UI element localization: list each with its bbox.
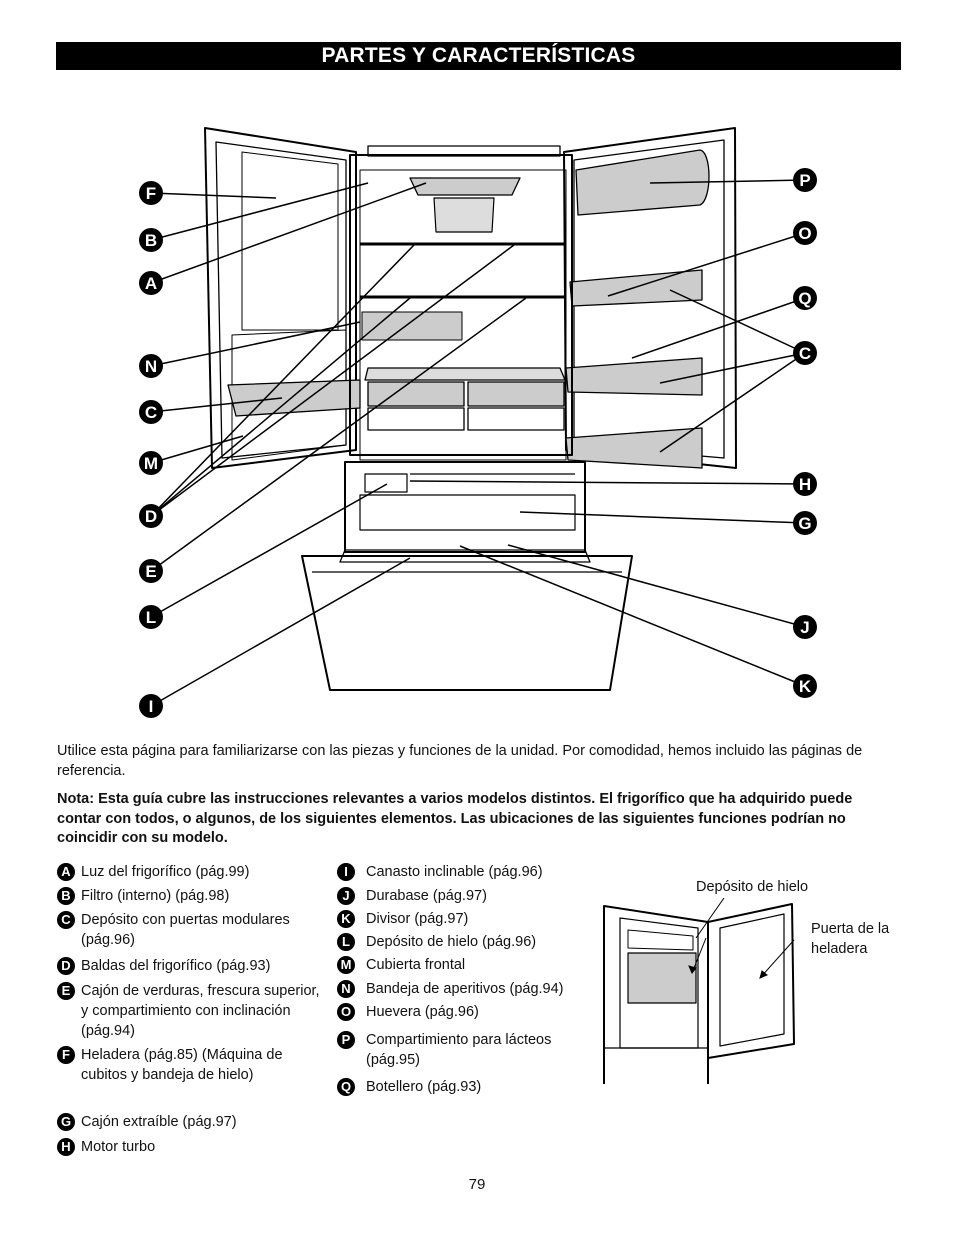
callout-letter-e: E (145, 562, 156, 581)
callout-badge (793, 341, 817, 365)
callout-letter-o: O (798, 224, 811, 243)
callout-leader-line (150, 244, 515, 517)
callout-badge (793, 472, 817, 496)
callout-leader-line (649, 179, 806, 184)
callout-leader-line (150, 244, 415, 517)
ice-bin-label: Depósito de hielo (696, 879, 809, 895)
callout-leader-line (150, 321, 361, 367)
callout-badge (139, 451, 163, 475)
callout-letter-j: J (800, 618, 809, 637)
callout-leader-line (150, 483, 388, 618)
callout-badge (139, 271, 163, 295)
callout-letter-f: F (146, 184, 156, 203)
letter-badge: C (57, 911, 75, 929)
refrigerator-parts-diagram: F B A N C M D E L I P O Q C H G J K (139, 127, 817, 718)
callout-letter-c: C (799, 344, 811, 363)
callout-letter-n: N (145, 357, 157, 376)
callout-leader-line (150, 192, 277, 199)
callout-letter-m: M (144, 454, 158, 473)
callout-badge (139, 228, 163, 252)
letter-badge: O (337, 1003, 355, 1021)
callout-letter-b: B (145, 231, 157, 250)
callout-leader-line (150, 182, 369, 241)
callout-leader-line (150, 297, 411, 517)
callout-letter-p: P (799, 171, 810, 190)
callout-badge (793, 511, 817, 535)
letter-badge: P (337, 1031, 355, 1049)
callout-leader-line (631, 297, 806, 359)
callout-leader-line (150, 182, 427, 284)
callout-badge (793, 168, 817, 192)
callout-badge (793, 221, 817, 245)
freezer-detail-diagram (603, 898, 795, 1084)
callout-badge (139, 504, 163, 528)
letter-badge: D (57, 957, 75, 975)
callout-leader-line (507, 544, 806, 628)
callout-leader-line (659, 352, 806, 384)
callout-leader-line (607, 232, 806, 297)
callout-letter-i: I (149, 697, 154, 716)
callout-badge (139, 559, 163, 583)
callout-badge (139, 400, 163, 424)
callout-letter-h: H (799, 475, 811, 494)
page-number: 79 (468, 1176, 486, 1193)
callout-badge (139, 354, 163, 378)
callout-badge (793, 286, 817, 310)
letter-badge: M (337, 956, 355, 974)
callout-leader-line (150, 435, 244, 464)
callout-leader-line (150, 297, 527, 572)
callout-letter-d: D (145, 507, 157, 526)
callout-leader-line (409, 480, 806, 485)
letter-badge: Q (337, 1078, 355, 1096)
intro-text: Utilice esta página para familiarizarse … (57, 743, 863, 779)
callout-leader-line (669, 289, 806, 354)
callout-badge (139, 694, 163, 718)
callout-letter-k: K (799, 677, 812, 696)
callout-letter-g: G (798, 514, 811, 533)
letter-badge: H (57, 1138, 75, 1156)
letter-badge: L (337, 933, 355, 951)
callout-letter-a: A (145, 274, 157, 293)
letter-badge: F (57, 1046, 75, 1064)
callout-leader-line (150, 397, 283, 413)
callout-leader-line (150, 557, 411, 707)
page-title: PARTES Y CARACTERÍSTICAS (56, 42, 901, 70)
callout-letter-q: Q (798, 289, 811, 308)
freezer-door-label: Puerta de la heladera (811, 921, 890, 957)
letter-badge: A (57, 863, 75, 881)
letter-badge: I (337, 863, 355, 881)
callout-letter-l: L (146, 608, 156, 627)
letter-badge: G (57, 1113, 75, 1131)
callout-letter-c: C (145, 403, 157, 422)
letter-badge: N (337, 980, 355, 998)
letter-badge: K (337, 910, 355, 928)
callout-leader-line (459, 545, 806, 687)
callout-badge (139, 605, 163, 629)
note-text: Nota: Esta guía cubre las instrucciones … (57, 791, 853, 846)
callout-badge (139, 181, 163, 205)
letter-badge: E (57, 982, 75, 1000)
letter-badge: B (57, 887, 75, 905)
letter-badge: J (337, 887, 355, 905)
callout-leader-line (519, 511, 806, 524)
callout-badge (793, 674, 817, 698)
callout-leader-line (659, 352, 806, 453)
callout-badge (793, 615, 817, 639)
